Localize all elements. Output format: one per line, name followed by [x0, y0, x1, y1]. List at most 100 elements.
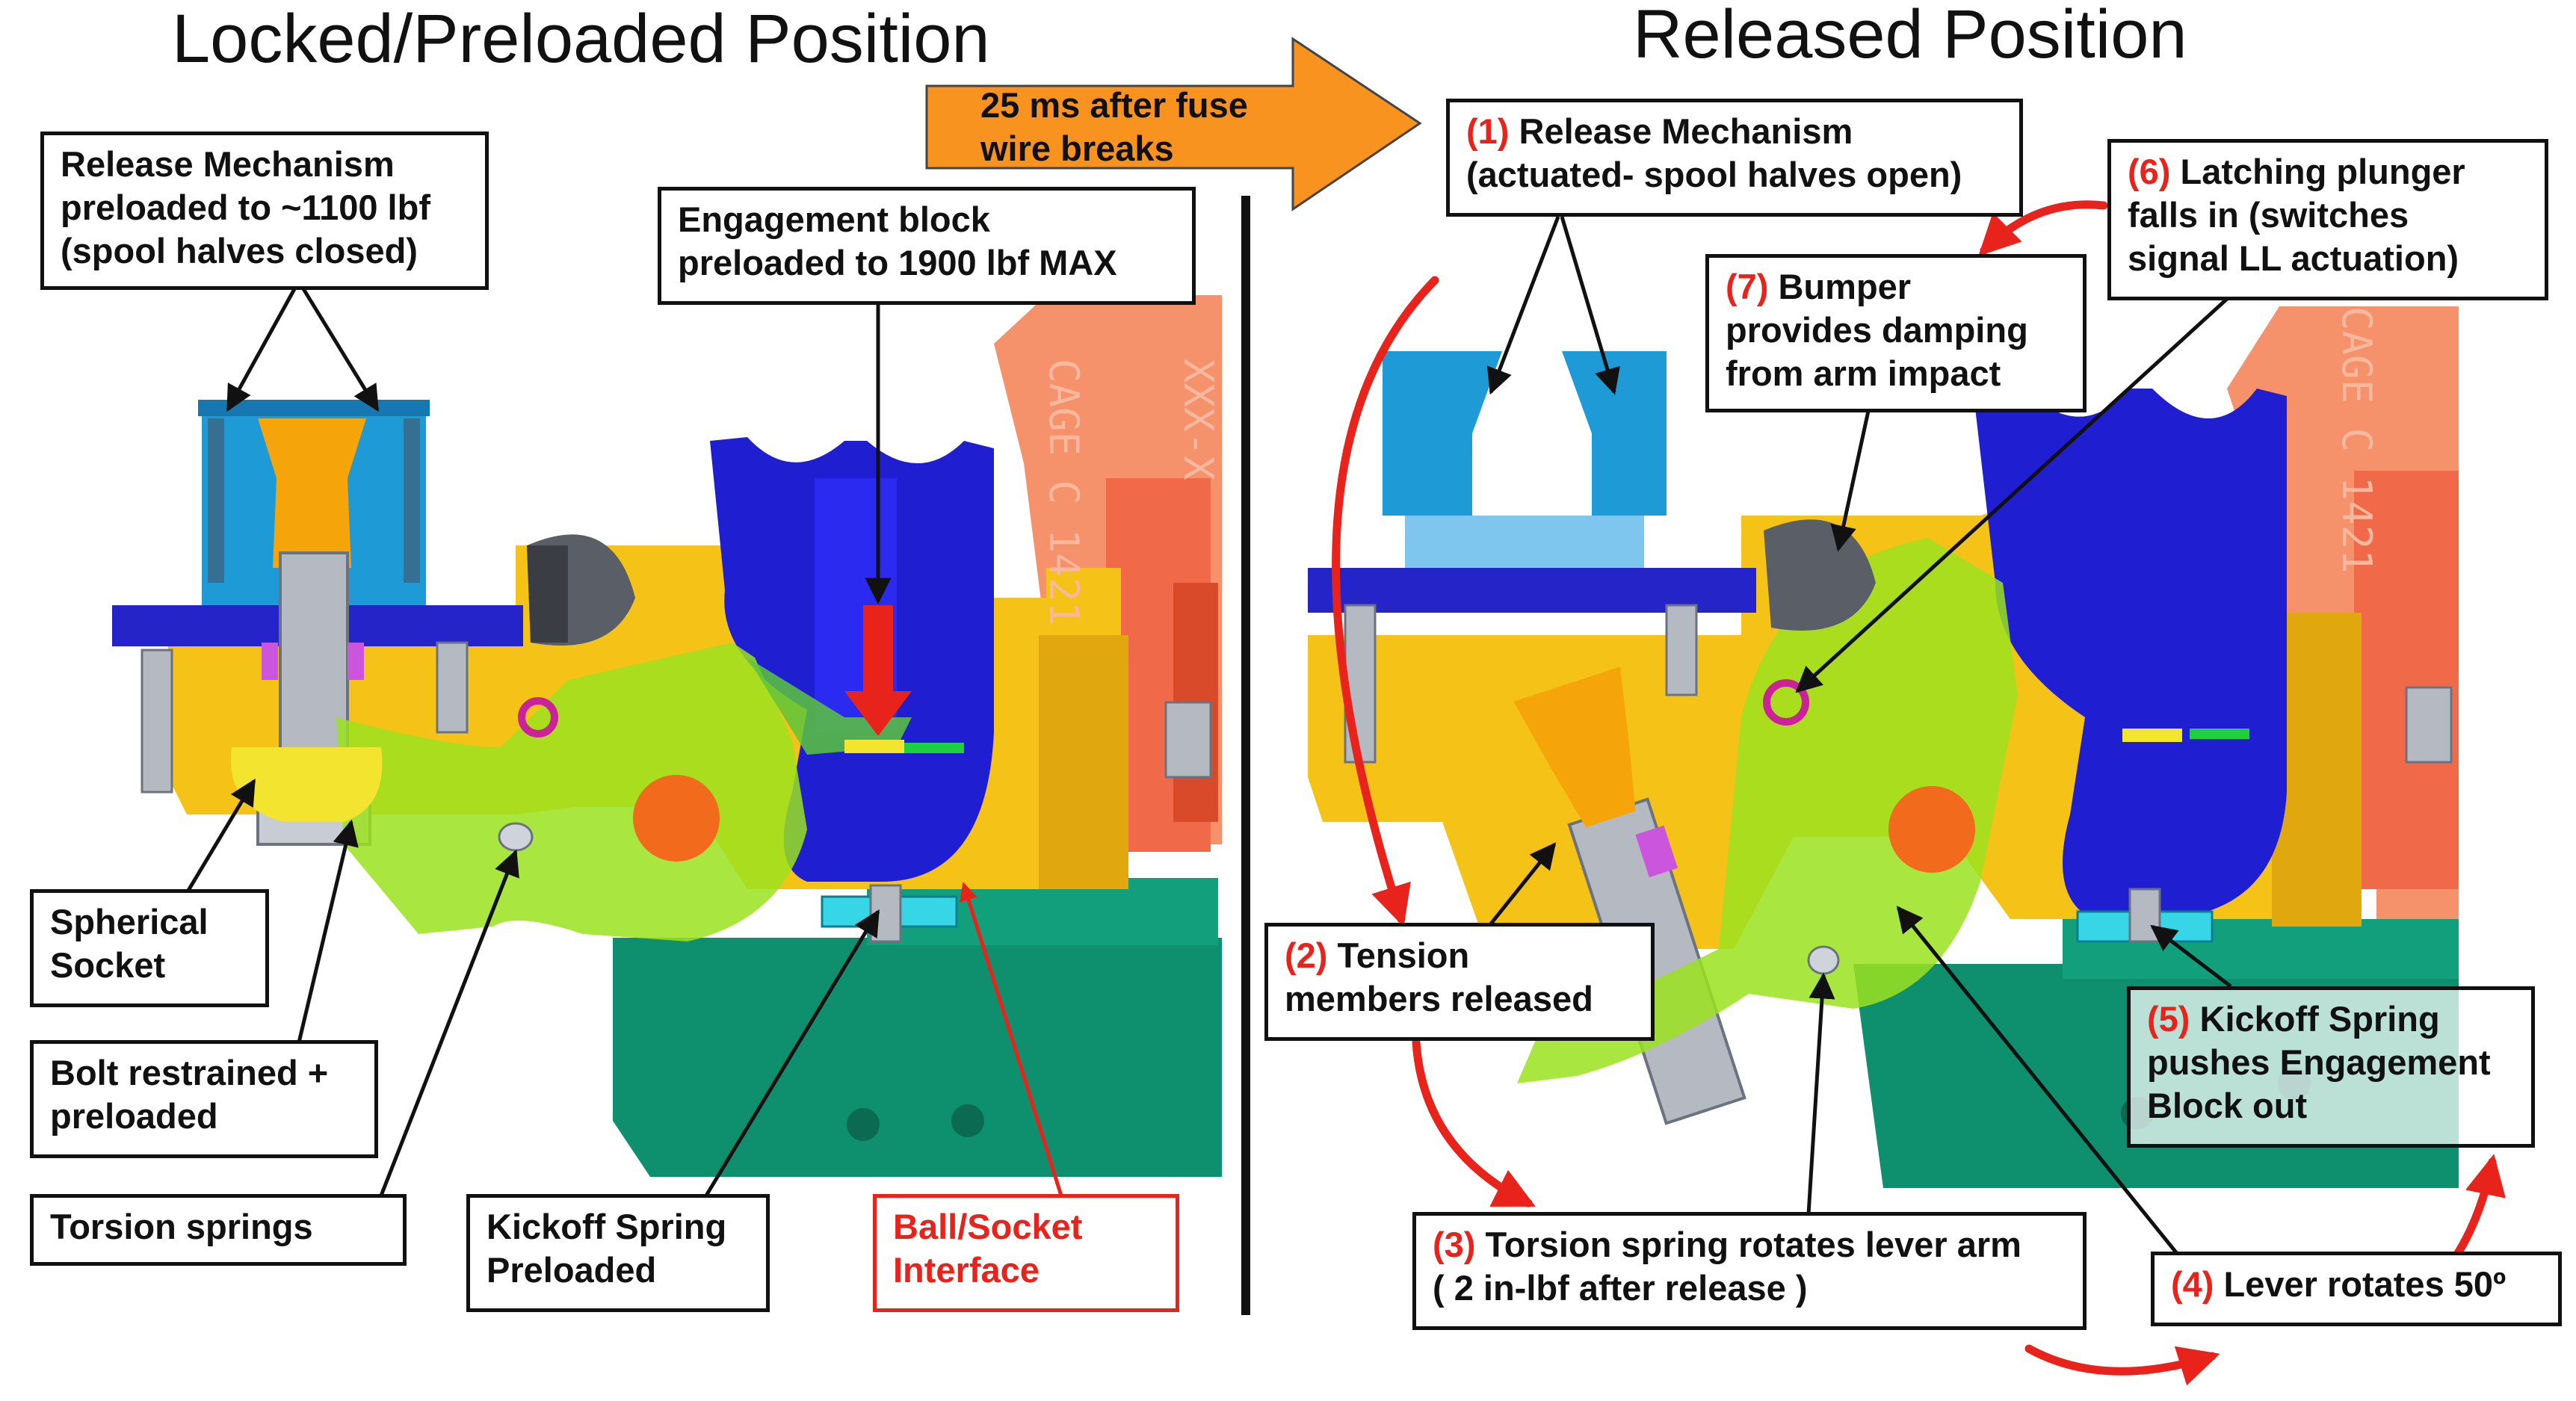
callout-step-4-lever-rotates: (4) Lever rotates 50º [2151, 1252, 2562, 1326]
left-housing-shade [1039, 635, 1128, 889]
callout-spherical-socket: Spherical Socket [30, 889, 269, 1007]
step-number: (2) [1285, 935, 1328, 975]
seq-arrow-3-4 [2024, 1344, 2220, 1386]
left-socket-shape [230, 747, 383, 822]
leader-socket [185, 778, 256, 894]
callout-line: Preloaded [487, 1250, 657, 1290]
right-pivot [1888, 786, 1975, 873]
callout-line: ( 2 in-lbf after release ) [1433, 1268, 1808, 1308]
callout-line: preloaded [50, 1096, 218, 1136]
callout-line: from arm impact [1726, 353, 2001, 393]
step-number: (4) [2171, 1264, 2214, 1304]
left-teal-base [613, 938, 1222, 1177]
seq-arrow-1-2 [1332, 276, 1439, 927]
left-force-arrow-shaft [863, 605, 893, 695]
left-magenta-2 [348, 643, 364, 680]
step-number: (6) [2128, 152, 2171, 191]
callout-line: falls in (switches [2128, 195, 2409, 235]
callout-step-7-bumper: (7) Bumper provides damping from arm imp… [1705, 254, 2087, 412]
transition-line-1: 25 ms after fuse [980, 85, 1248, 125]
left-cage-label-b: XXX-X [1175, 359, 1222, 480]
callout-line: Ball/Socket [893, 1207, 1083, 1246]
left-screw-2 [436, 641, 469, 734]
transition-arrow [925, 37, 1422, 211]
callout-line: Torsion spring rotates lever arm [1485, 1225, 2021, 1264]
callout-line: Socket [50, 945, 166, 985]
transition-label: 25 ms after fuse wire breaks [980, 84, 1248, 170]
callout-line: Kickoff Spring [487, 1207, 727, 1246]
callout-line: Release Mechanism [61, 144, 395, 184]
callout-line: (spool halves closed) [61, 231, 418, 270]
leader-r1-r [1560, 216, 1620, 395]
leader-release-l [226, 286, 297, 412]
left-screw-1 [140, 649, 173, 794]
right-assembly [1308, 306, 2459, 1188]
right-bolt-orange [1513, 667, 1636, 828]
callout-line: Kickoff Spring [2199, 999, 2440, 1039]
callout-line: Bolt restrained + [50, 1053, 329, 1092]
leader-r5 [2150, 924, 2232, 988]
callout-engagement-block: Engagement block preloaded to 1900 lbf M… [658, 187, 1196, 305]
callout-line: (actuated- spool halves open) [1466, 155, 1962, 194]
right-latch-ring [1763, 679, 1809, 726]
right-cage-label: CAGE C 1421 [2333, 306, 2380, 574]
leader-ball-socket [960, 882, 1063, 1196]
callout-line: Torsion springs [50, 1207, 313, 1246]
left-spring-r [404, 418, 420, 583]
callout-line: pushes Engagement [2147, 1042, 2491, 1082]
right-engagement-block [1973, 381, 2287, 919]
left-side-screw [1164, 701, 1212, 779]
right-spool-base [1405, 516, 1644, 575]
callout-step-6-latching-plunger: (6) Latching plunger falls in (switches … [2107, 139, 2548, 300]
seq-arrow-2-3 [1412, 1038, 1536, 1207]
left-pin [498, 822, 534, 852]
step-number: (7) [1726, 267, 1769, 306]
callout-line: Spherical [50, 902, 209, 941]
left-base-hole-2 [951, 1104, 984, 1137]
left-latch-ring [518, 697, 558, 737]
transition-line-2: wire breaks [980, 129, 1174, 168]
right-cage-inner [2354, 471, 2459, 889]
callout-kickoff-spring-preloaded: Kickoff Spring Preloaded [466, 1194, 770, 1312]
leader-r3 [1806, 972, 1835, 1215]
leader-r7 [1830, 410, 1871, 552]
right-spool-right [1562, 351, 1667, 516]
callout-ball-socket-interface: Ball/Socket Interface [873, 1194, 1179, 1312]
left-cage-label-a: CAGE C 1421 [1040, 359, 1087, 626]
leader-kickoff [704, 909, 880, 1197]
callout-line: members released [1285, 979, 1593, 1018]
right-kickoff-post [2128, 888, 2161, 943]
right-leaders [1478, 216, 2232, 1257]
left-spring-l [208, 418, 224, 583]
right-side-screw [2405, 686, 2453, 764]
leader-torsion [379, 849, 519, 1196]
callout-line: Latching plunger [2180, 152, 2465, 191]
left-ball-interface [844, 740, 904, 753]
seq-arrow-5-6 [1978, 200, 2108, 256]
left-assembly [112, 295, 1222, 1177]
left-spool-core [258, 418, 366, 568]
callout-torsion-springs: Torsion springs [30, 1194, 407, 1266]
leader-r2 [1478, 842, 1557, 939]
title-locked-position: Locked/Preloaded Position [172, 1, 990, 77]
leader-r1-l [1486, 216, 1560, 395]
leader-bolt [297, 819, 359, 1043]
right-screw-1 [1344, 604, 1377, 764]
step-number: (1) [1466, 111, 1510, 151]
right-ball-interface [2122, 729, 2182, 742]
callout-line: Lever rotates 50º [2223, 1264, 2506, 1304]
left-lever-arm [336, 643, 807, 941]
callout-line: Bumper [1778, 267, 1912, 306]
left-base-hole [847, 1108, 880, 1141]
callout-bolt-restrained: Bolt restrained + preloaded [30, 1040, 378, 1158]
callout-line: Engagement block [678, 200, 990, 239]
callout-line: Block out [2147, 1086, 2308, 1125]
callout-release-mechanism-preloaded: Release Mechanism preloaded to ~1100 lbf… [40, 132, 489, 290]
callout-line: preloaded to ~1100 lbf [61, 188, 430, 227]
callout-line: Release Mechanism [1519, 111, 1853, 151]
callout-line: Interface [893, 1250, 1040, 1290]
callout-line: Tension [1337, 935, 1470, 975]
callout-line: signal LL actuation) [2128, 238, 2459, 278]
